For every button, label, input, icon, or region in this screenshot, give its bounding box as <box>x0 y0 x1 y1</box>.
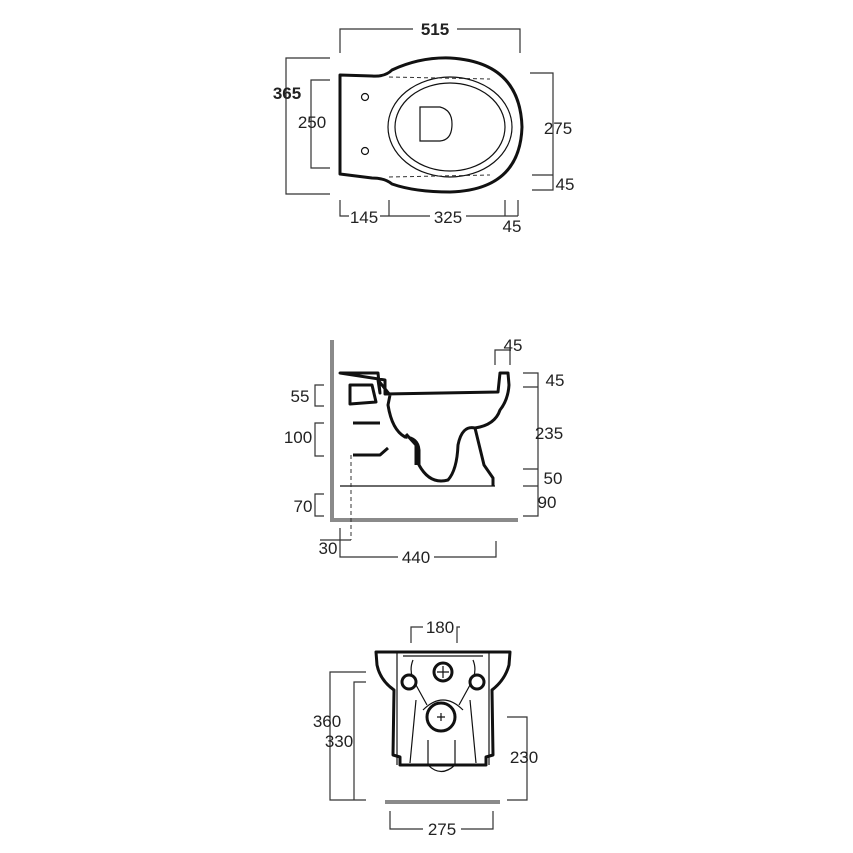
dim-bottom-side <box>320 528 497 558</box>
label-45-front: 45 <box>556 175 575 194</box>
dim-515 <box>339 28 521 53</box>
dim-bottom <box>339 200 519 217</box>
top-view-outline <box>338 56 524 194</box>
label-45-rim: 45 <box>546 371 565 390</box>
outlet-opening <box>419 106 453 142</box>
label-90: 90 <box>538 493 557 512</box>
dim-360 <box>329 671 366 801</box>
label-45-top: 45 <box>504 336 523 355</box>
fixing-hole <box>360 146 370 156</box>
dim-275-front <box>389 811 494 830</box>
side-view-outline <box>338 371 511 483</box>
dim-365 <box>285 57 330 195</box>
outlet-spigot <box>353 421 389 457</box>
top-view: 515 365 250 275 45 145 325 45 <box>273 20 575 236</box>
wall-and-floor <box>330 340 518 522</box>
label-145: 145 <box>350 208 378 227</box>
label-275: 275 <box>544 119 572 138</box>
label-365: 365 <box>273 84 301 103</box>
outlet-cross-icon <box>437 713 445 721</box>
front-detail-lines <box>409 659 477 764</box>
label-330: 330 <box>325 732 353 751</box>
label-70: 70 <box>294 497 313 516</box>
dim-right <box>523 372 539 517</box>
flush-inlet-cross-icon <box>437 666 449 678</box>
dim-275 <box>530 72 554 191</box>
body-edges <box>396 652 490 765</box>
label-250: 250 <box>298 113 326 132</box>
label-30: 30 <box>319 539 338 558</box>
fixing-hole-left <box>400 673 418 691</box>
label-50: 50 <box>544 469 563 488</box>
dim-330 <box>353 681 366 800</box>
fixing-hole-right <box>468 673 486 691</box>
label-440: 440 <box>402 548 430 567</box>
inlet-spigot <box>348 383 378 406</box>
label-180: 180 <box>426 618 454 637</box>
trap-inner <box>404 432 418 465</box>
label-230: 230 <box>510 748 538 767</box>
label-515: 515 <box>421 20 449 39</box>
seat-outline <box>387 76 513 178</box>
pedestal-front <box>473 427 495 486</box>
label-275-front: 275 <box>428 820 456 839</box>
label-100: 100 <box>284 428 312 447</box>
label-325: 325 <box>434 208 462 227</box>
dim-250 <box>310 79 330 169</box>
label-235: 235 <box>535 424 563 443</box>
label-55: 55 <box>291 387 310 406</box>
dim-180 <box>410 626 460 643</box>
dim-70 <box>314 493 324 517</box>
dim-230 <box>507 716 528 801</box>
label-45-end: 45 <box>503 217 522 236</box>
rim-hidden-line <box>388 76 491 178</box>
front-view: 180 360 330 230 275 <box>313 618 538 839</box>
seat-inner <box>394 82 506 172</box>
side-view: 45 45 235 50 90 55 100 70 30 440 <box>284 336 565 567</box>
pedestal-front-face <box>427 740 456 773</box>
dim-55 <box>314 384 324 407</box>
dim-100 <box>314 422 324 457</box>
label-360: 360 <box>313 712 341 731</box>
dim-45-top <box>494 349 511 365</box>
fixing-hole <box>360 92 370 102</box>
